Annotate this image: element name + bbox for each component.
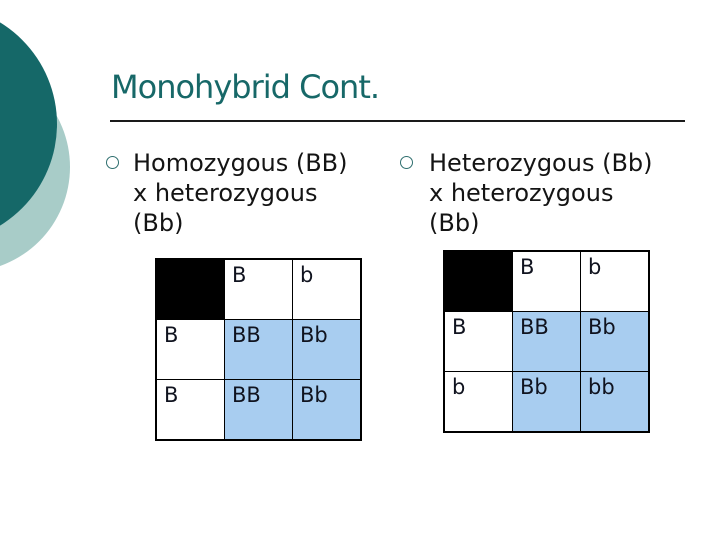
bullet-circle-icon	[106, 156, 119, 169]
result-cell: bb	[580, 371, 650, 433]
bullet-text-heterozygous-cross: Heterozygous (Bb) x heterozygous (Bb)	[429, 149, 653, 237]
row-header-cell: B	[155, 379, 225, 441]
result-cell: BB	[224, 379, 293, 441]
bullet-circle-icon	[400, 156, 413, 169]
table-row: B BB Bb	[443, 311, 650, 372]
table-row: B b	[155, 258, 362, 320]
punnett-square-left: B b B BB Bb B BB Bb	[155, 258, 362, 441]
row-header-cell: B	[443, 311, 513, 372]
table-row: B BB Bb	[155, 379, 362, 441]
col-header-cell: b	[292, 258, 362, 320]
result-cell: Bb	[580, 311, 650, 372]
result-cell: BB	[512, 311, 581, 372]
table-row: b Bb bb	[443, 371, 650, 433]
col-header-cell: b	[580, 250, 650, 312]
corner-cell	[155, 258, 225, 320]
result-cell: Bb	[512, 371, 581, 433]
result-cell: Bb	[292, 379, 362, 441]
table-row: B BB Bb	[155, 319, 362, 380]
col-header-cell: B	[224, 258, 293, 320]
punnett-square-right: B b B BB Bb b Bb bb	[443, 250, 650, 433]
col-header-cell: B	[512, 250, 581, 312]
title-underline	[110, 120, 685, 122]
row-header-cell: B	[155, 319, 225, 380]
row-header-cell: b	[443, 371, 513, 433]
table-row: B b	[443, 250, 650, 312]
page-title: Monohybrid Cont.	[111, 68, 380, 106]
result-cell: BB	[224, 319, 293, 380]
result-cell: Bb	[292, 319, 362, 380]
bullet-text-homozygous-cross: Homozygous (BB) x heterozygous (Bb)	[133, 149, 348, 237]
corner-cell	[443, 250, 513, 312]
